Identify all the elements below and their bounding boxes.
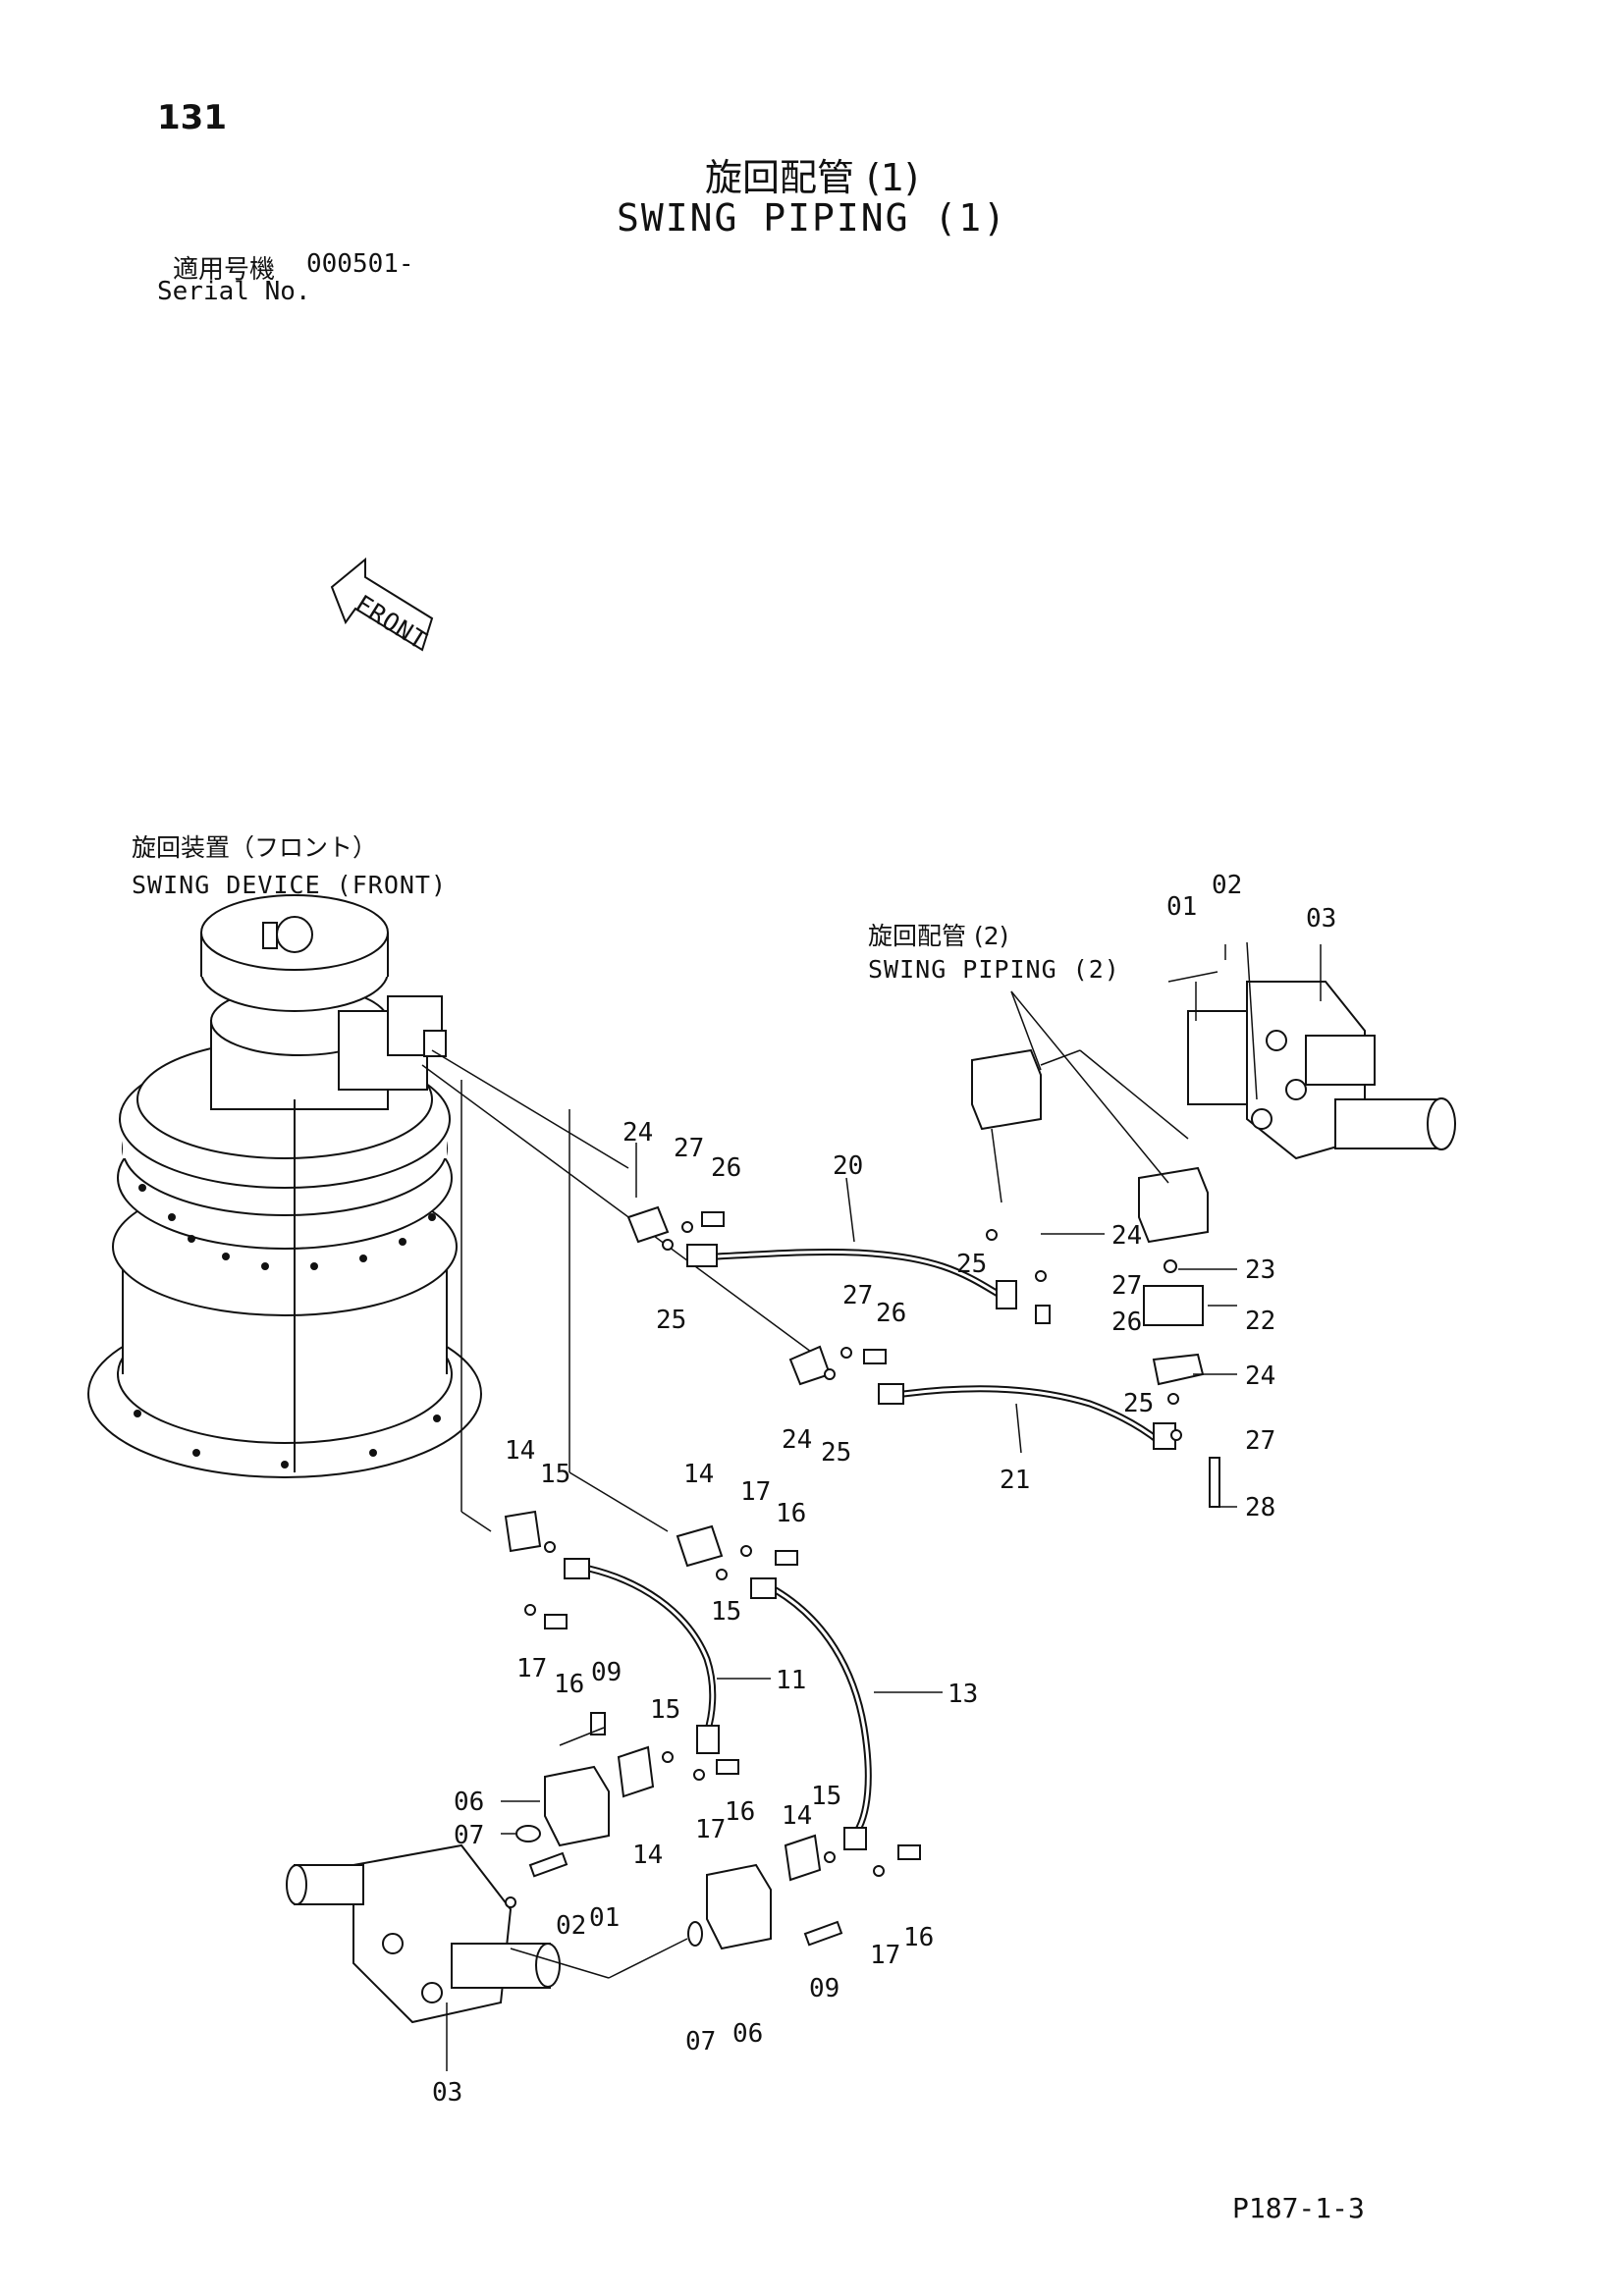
part-ref-label: 27 [1111,1271,1142,1301]
part-ref-label: 16 [903,1923,934,1952]
part-ref-label: 15 [811,1782,841,1811]
part-ref-label: 21 [1000,1466,1030,1495]
part-ref-label: 09 [591,1658,622,1687]
part-ref-label: 26 [876,1299,906,1328]
part-ref-label: 14 [782,1801,812,1831]
part-ref-label: 14 [632,1841,663,1870]
right-parts-column [986,1229,1220,1508]
lower-hardware [504,1510,921,1882]
valve-block-right [1167,941,1456,1160]
part-ref-label: 02 [1212,871,1242,900]
part-ref-label: 25 [821,1438,851,1468]
swing-device-label-jp: 旋回装置（フロント） [132,833,377,862]
hose-13 [750,1577,872,1850]
part-ref-label: 13 [947,1680,978,1709]
part-ref-label: 15 [650,1695,680,1725]
part-ref-label: 07 [454,1821,484,1850]
hose-21 [788,1345,1176,1450]
hose-20 [626,1205,1017,1309]
part-ref-label: 17 [870,1941,900,1970]
part-ref-label: 25 [656,1306,686,1335]
leader-lines [446,944,1322,2071]
part-ref-label: 03 [1306,904,1336,934]
part-ref-label: 28 [1245,1493,1275,1522]
part-ref-label: 14 [683,1460,714,1489]
swing-piping2-label-jp: 旋回配管 (2) [868,922,1008,950]
swing-piping2-label-en: SWING PIPING (2) [868,955,1120,984]
part-ref-label: 06 [732,2019,763,2049]
part-ref-label: 06 [454,1788,484,1817]
part-ref-label: 01 [589,1903,620,1933]
front-arrow-icon: FRONT [330,557,434,656]
part-ref-label: 15 [711,1597,741,1627]
page-title-jp: 旋回配管 (1) [705,156,919,199]
part-ref-label: 27 [842,1281,873,1310]
part-ref-label: 09 [809,1974,839,2003]
part-ref-label: 26 [1111,1308,1142,1337]
part-reference-labels: 01 02 03 24 27 26 20 24 25 27 23 26 22 2… [432,871,1336,2108]
serial-label-en: Serial No. [157,277,311,306]
footer-page-code: P187-1-3 [1232,2192,1365,2224]
serial-number: 000501- [306,249,414,279]
part-ref-label: 17 [695,1815,726,1844]
serial-label-jp: 適用号機 [173,255,276,285]
part-ref-label: 23 [1245,1255,1275,1285]
swing-device-drawing [87,894,482,1478]
part-ref-label: 24 [1245,1362,1275,1391]
part-ref-label: 16 [776,1499,806,1528]
part-ref-label: 02 [556,1911,586,1941]
part-ref-label: 27 [674,1134,704,1163]
part-ref-label: 11 [776,1666,806,1695]
part-ref-label: 07 [685,2027,716,2056]
part-ref-label: 03 [432,2078,462,2108]
routing-lines [421,1049,816,1532]
part-ref-label: 01 [1166,892,1197,922]
part-ref-label: 24 [782,1425,812,1455]
part-ref-label: 15 [540,1460,570,1489]
part-ref-label: 17 [516,1654,547,1683]
part-ref-label: 20 [833,1151,863,1181]
part-ref-label: 16 [725,1797,755,1827]
part-ref-label: 24 [1111,1221,1142,1251]
part-ref-label: 25 [1123,1389,1154,1418]
part-ref-label: 16 [554,1670,584,1699]
lower-valve-assembly [286,1727,843,2024]
part-ref-label: 24 [623,1118,653,1148]
part-ref-label: 17 [740,1477,771,1507]
part-ref-label: 22 [1245,1307,1275,1336]
part-ref-label: 27 [1245,1426,1275,1456]
hose-11 [564,1558,720,1754]
part-ref-label: 26 [711,1153,741,1183]
page-title-en: SWING PIPING (1) [616,196,1008,240]
part-ref-label: 14 [505,1436,535,1466]
page-number: 131 [157,98,227,137]
part-ref-label: 25 [956,1250,987,1279]
swing-piping2-blocks [971,990,1209,1244]
